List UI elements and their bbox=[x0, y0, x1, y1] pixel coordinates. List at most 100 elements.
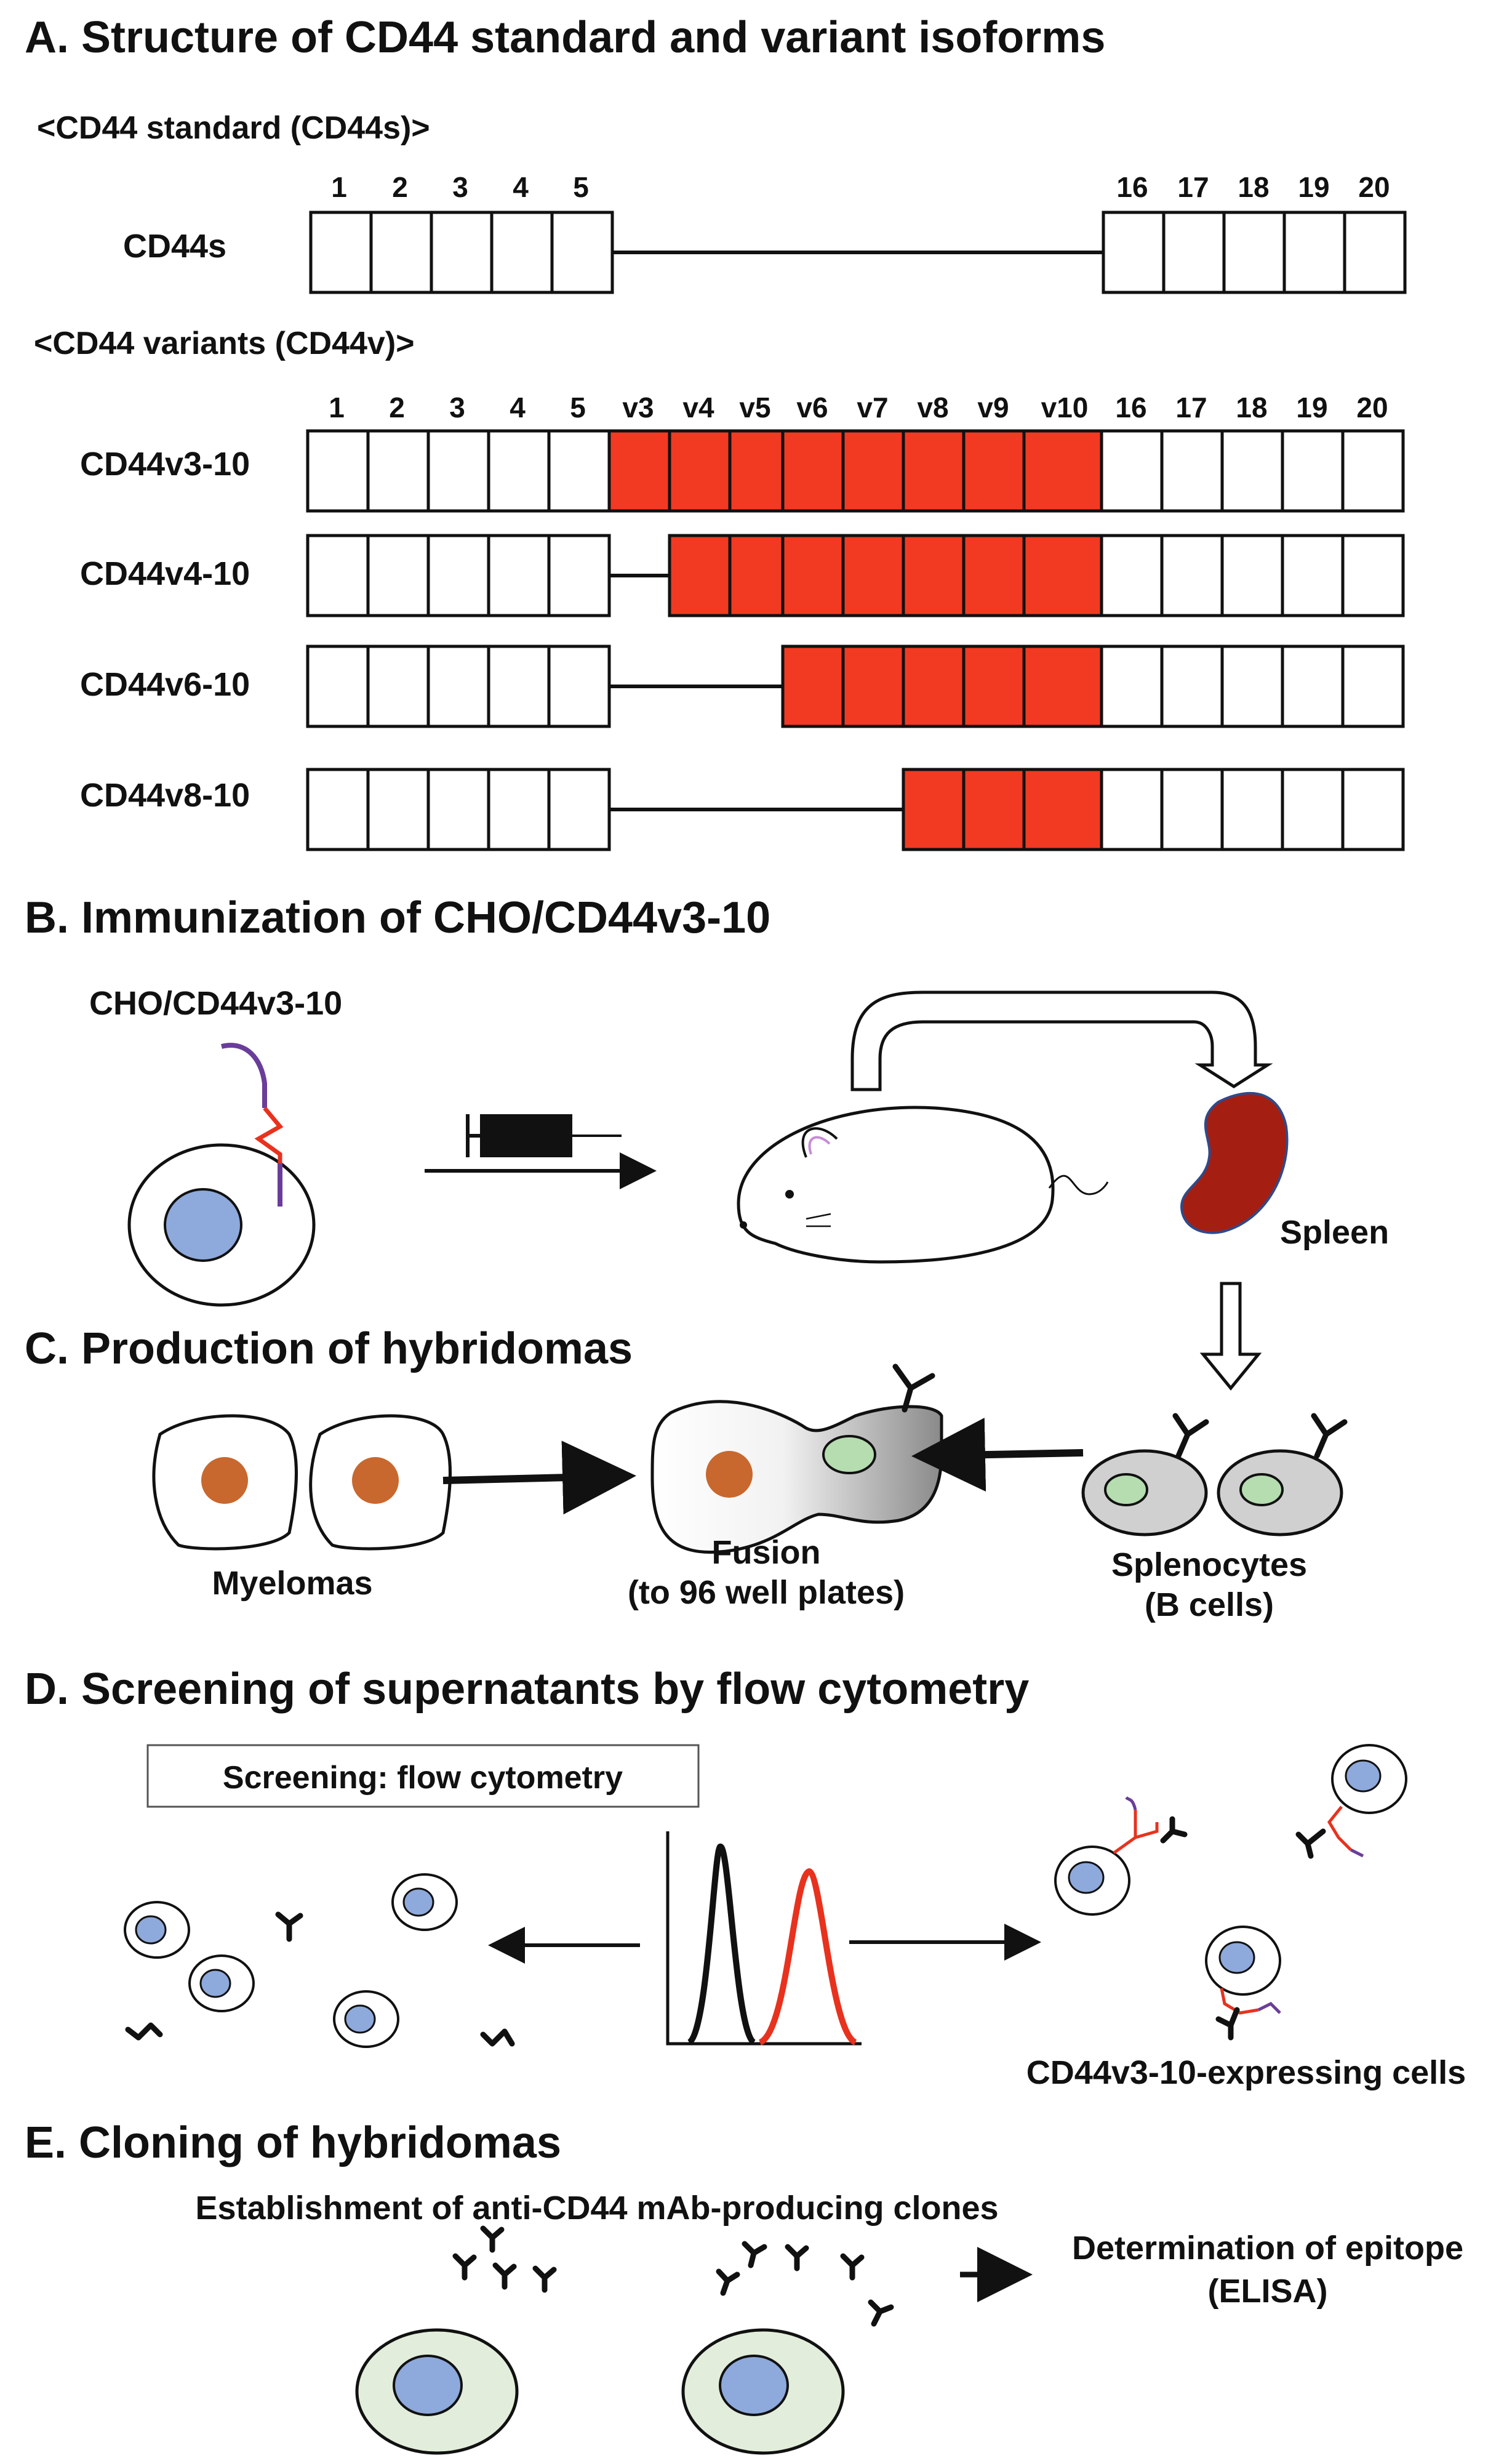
down-hollow-arrow bbox=[1199, 1282, 1262, 1391]
variant-exon-box bbox=[962, 645, 1026, 728]
flow-cytometry-histogram bbox=[666, 1831, 862, 2046]
variant-exon-box bbox=[841, 429, 905, 513]
exon-box bbox=[1281, 645, 1345, 728]
section-a-title: A. Structure of CD44 standard and varian… bbox=[25, 13, 1105, 62]
exon-box bbox=[426, 768, 490, 851]
cell-nucleus bbox=[164, 1188, 242, 1262]
variant-exon-box bbox=[1022, 768, 1103, 851]
myeloma-nucleus bbox=[352, 1457, 399, 1504]
variant-exon-box bbox=[781, 645, 845, 728]
antibody-icon bbox=[742, 2241, 767, 2268]
variant-exon-box bbox=[962, 768, 1026, 851]
variant-exon-box bbox=[902, 768, 966, 851]
antibody-icon bbox=[125, 2022, 163, 2041]
exon-box bbox=[366, 534, 430, 617]
antibody-icon bbox=[480, 2028, 515, 2047]
exon-box bbox=[1341, 645, 1405, 728]
isoform-label: CD44v8-10 bbox=[80, 777, 250, 814]
exon-number: v9 bbox=[977, 392, 1009, 424]
exon-box bbox=[1222, 211, 1286, 294]
exon-number: v3 bbox=[622, 392, 654, 424]
elisa-label: (ELISA) bbox=[1208, 2273, 1328, 2310]
exon-box bbox=[366, 645, 430, 728]
fusion-label: Fusion bbox=[712, 1534, 821, 1571]
exon-number: 3 bbox=[452, 171, 468, 203]
antibody-icon bbox=[785, 2244, 809, 2271]
exon-number: 19 bbox=[1296, 392, 1327, 424]
exon-box bbox=[550, 211, 614, 294]
antibody-icon bbox=[452, 2253, 477, 2281]
exon-box bbox=[1160, 768, 1224, 851]
exon-box bbox=[1341, 768, 1405, 851]
syringe-body bbox=[480, 1114, 572, 1157]
negative-cells-cluster bbox=[124, 1873, 515, 2048]
variant-exon-box bbox=[728, 429, 785, 513]
fusion-sublabel: (to 96 well plates) bbox=[628, 1574, 905, 1611]
cd44-variant-region bbox=[254, 1106, 284, 1163]
variant-exon-box bbox=[781, 534, 845, 617]
exon-box bbox=[1162, 211, 1226, 294]
exon-box bbox=[1100, 645, 1164, 728]
antibody-icon bbox=[1160, 1816, 1188, 1844]
mouse-body bbox=[737, 1106, 1055, 1264]
antibody-icon bbox=[1215, 2007, 1240, 2041]
exon-box bbox=[487, 429, 551, 513]
variant-exon-box bbox=[841, 534, 905, 617]
splenocyte-to-fusion-arrow bbox=[911, 1418, 1084, 1492]
exon-number: 2 bbox=[389, 392, 405, 424]
isoform-row-v3-10: CD44v3-10 bbox=[80, 429, 1405, 513]
variant-exon-box bbox=[902, 534, 966, 617]
isoform-row-v8-10: CD44v8-10 bbox=[80, 768, 1405, 851]
b-cell-nucleus bbox=[1104, 1473, 1148, 1506]
exon-number: 17 bbox=[1175, 392, 1207, 424]
b-cell-nucleus bbox=[1239, 1473, 1284, 1506]
exon-box bbox=[1281, 534, 1345, 617]
hybridoma-myeloma-nucleus bbox=[706, 1451, 753, 1498]
exon-box bbox=[1343, 211, 1407, 294]
myeloma-to-fusion-arrow bbox=[442, 1440, 636, 1515]
exon-box bbox=[306, 429, 370, 513]
curved-hollow-arrow bbox=[850, 990, 1273, 1091]
antibody-icon bbox=[532, 2265, 557, 2293]
variant-exon-box bbox=[902, 429, 966, 513]
antibody-icon bbox=[840, 2253, 865, 2281]
exon-box bbox=[366, 429, 430, 513]
fused-cell-body bbox=[650, 1400, 943, 1554]
exon-box bbox=[1220, 429, 1284, 513]
antibody-icon bbox=[716, 2268, 740, 2296]
myeloma-label: Myelomas bbox=[212, 1565, 372, 1602]
variant-exon-box bbox=[1022, 429, 1103, 513]
exon-box bbox=[369, 211, 433, 294]
exon-number: v4 bbox=[682, 392, 714, 424]
variant-header: <CD44 variants (CD44v)> bbox=[34, 326, 415, 361]
exon-box bbox=[309, 211, 373, 294]
antibody-icon bbox=[480, 2225, 505, 2253]
section-e-title: E. Cloning of hybridomas bbox=[25, 2118, 561, 2167]
variant-exon-box bbox=[781, 429, 845, 513]
isoform-label: CD44v4-10 bbox=[80, 555, 250, 592]
variant-exon-box bbox=[1022, 645, 1103, 728]
exon-box bbox=[1341, 429, 1405, 513]
exon-box bbox=[1281, 429, 1345, 513]
section-c-title: C. Production of hybridomas bbox=[25, 1324, 633, 1373]
isoform-label-cd44s: CD44s bbox=[123, 228, 226, 265]
exon-box bbox=[306, 645, 370, 728]
mouse-tail bbox=[1048, 1175, 1109, 1195]
section-b-title: B. Immunization of CHO/CD44v3-10 bbox=[25, 893, 770, 942]
section-b: B. Immunization of CHO/CD44v3-10 CHO/CD4… bbox=[25, 893, 1389, 1391]
exon-box bbox=[547, 534, 611, 617]
exon-box bbox=[430, 211, 494, 294]
cho-cell-label: CHO/CD44v3-10 bbox=[89, 985, 342, 1022]
exon-number: 20 bbox=[1356, 392, 1388, 424]
exon-box bbox=[426, 645, 490, 728]
exon-box bbox=[1220, 534, 1284, 617]
exon-number: v5 bbox=[739, 392, 770, 424]
section-c: C. Production of hybridomas Myelomas Fus… bbox=[25, 1324, 1348, 1623]
variant-exon-box bbox=[1022, 534, 1103, 617]
exon-number: 18 bbox=[1236, 392, 1267, 424]
exon-number: 3 bbox=[449, 392, 465, 424]
hybridoma-bcell-nucleus bbox=[822, 1435, 876, 1474]
spleen-label: Spleen bbox=[1280, 1214, 1389, 1251]
negative-peak bbox=[687, 1843, 756, 2046]
exon-box bbox=[1220, 768, 1284, 851]
